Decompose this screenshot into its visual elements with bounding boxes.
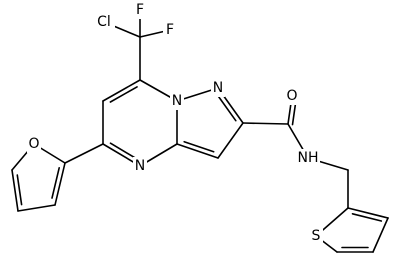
bond-c2-cam [242, 122, 289, 125]
atom-label-background [93, 13, 115, 31]
bond-c3-c3a-inner [183, 140, 215, 153]
atom-label-background [163, 21, 177, 39]
bond-layer [11, 9, 389, 253]
atom-label-cl: Cl [97, 14, 111, 30]
bond-c7-c6 [102, 79, 141, 102]
atom-label-nh: NH [298, 150, 319, 166]
atom-label-n4: N [135, 158, 145, 174]
atom-label-background [211, 79, 225, 97]
bond-c5-fa [64, 143, 104, 164]
bond-c2-c3 [217, 122, 244, 159]
atom-label-s: S [312, 228, 321, 244]
bond-td-ta [347, 207, 389, 219]
bond-td-ta-inner [351, 213, 383, 222]
bond-n1-c2-inner [217, 94, 237, 122]
bond-fb-fc [11, 169, 19, 212]
atom-label-f1: F [136, 2, 144, 18]
bond-fb-fc-inner [16, 174, 23, 206]
atom-label-f2: F [166, 22, 174, 38]
bond-fd-fa-inner [51, 167, 61, 199]
bond-c7-c6-inner [109, 86, 138, 103]
atom-label-o2: O [28, 136, 39, 152]
atom-label-n7a: N [172, 93, 182, 109]
atom-label-n1: N [213, 80, 223, 96]
atom-label-background [27, 135, 41, 153]
atom-label-background [285, 87, 299, 105]
bond-fc-fd [17, 204, 56, 212]
bond-c5-n4-inner [109, 142, 138, 160]
atom-label-background [133, 1, 147, 19]
bond-c3-c3a [176, 143, 219, 159]
bond-fd-fa [54, 162, 66, 206]
atom-label-o1: O [286, 88, 297, 104]
atom-label-background [133, 157, 147, 175]
atom-label-background [170, 92, 184, 110]
atom-label-background [309, 227, 323, 245]
atom-label-background [296, 149, 320, 167]
bond-tc-td [372, 217, 389, 253]
